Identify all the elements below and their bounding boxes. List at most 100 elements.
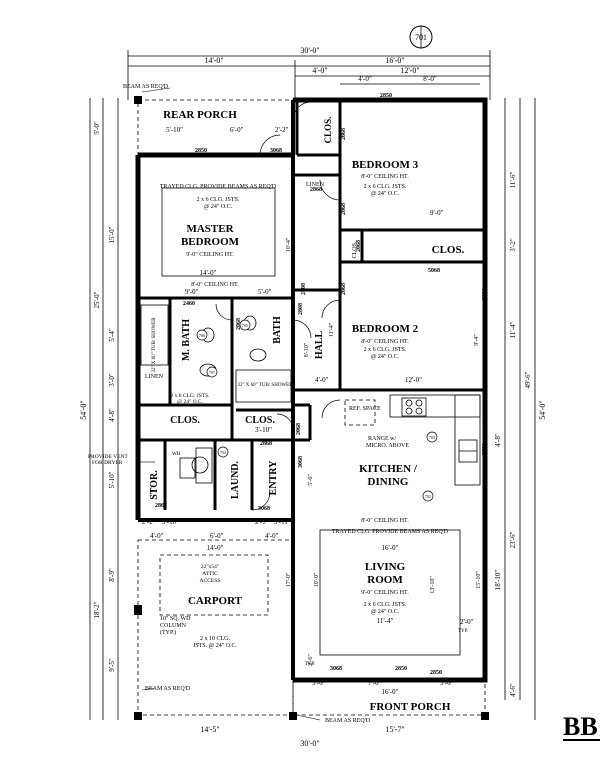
door-2068a: 2068 bbox=[341, 128, 347, 140]
tag-706: 706 bbox=[199, 333, 205, 338]
room-living-2: ROOM bbox=[367, 574, 403, 586]
dim-bot-145: 14'-5" bbox=[200, 725, 219, 734]
note-mb-jsts2: @ 24" O.C. bbox=[204, 204, 233, 210]
dim-c-311: 3'-11" bbox=[274, 518, 291, 526]
dim-in-94: 9'-4" bbox=[474, 334, 480, 346]
dim-c-22: 2'-2" bbox=[142, 518, 156, 526]
room-master-2: BEDROOM bbox=[181, 236, 240, 248]
carport-column bbox=[134, 605, 142, 615]
dim-left-15: 15'-0" bbox=[108, 226, 116, 243]
left-dimensions: 54'-0" 5'-0" 25'-0" 15'-0" 5'-4" 3'-0" 4… bbox=[79, 98, 119, 720]
dim-left-510: 5'-10" bbox=[108, 471, 116, 488]
dim-right-116: 11'-6" bbox=[509, 172, 517, 189]
door-2068f: 2068 bbox=[356, 240, 362, 252]
door-2808b: 2808 bbox=[301, 283, 307, 295]
dim-bot-157: 15'-7" bbox=[385, 725, 404, 734]
note-column1: 10" SQ. WD bbox=[160, 616, 191, 622]
door-2850b: 2850 bbox=[195, 148, 207, 154]
dim-mb-50: 5'-0" bbox=[258, 288, 272, 296]
dim-bot-overall: 30'-0" bbox=[300, 739, 319, 748]
dim-fp-70: 7'-0" bbox=[368, 679, 382, 687]
dim-bath-310: 3'-10" bbox=[255, 426, 272, 434]
note-bath-jsts2: @ 24" O.C. bbox=[177, 399, 204, 405]
carport-column-sw bbox=[134, 712, 142, 720]
detail-ref-number: 701 bbox=[415, 33, 427, 42]
interior-dimensions: 5'-10" 6'-0" 2'-2" 14'-0" 9'-0" 5'-0" 9'… bbox=[142, 126, 482, 748]
dim-left-54b: 5'-4" bbox=[108, 328, 116, 342]
door-2460: 2460 bbox=[183, 301, 195, 307]
dim-top-left: 14'-0" bbox=[204, 56, 223, 65]
door-3068a: 3068 bbox=[270, 148, 282, 154]
room-linen-1: LINEN bbox=[306, 182, 325, 188]
room-entry: ENTRY bbox=[268, 460, 279, 495]
dim-right-236: 23'-6" bbox=[509, 531, 517, 548]
dim-right-54: 54'-0" bbox=[538, 400, 547, 419]
note-range2: MICRO. ABOVE bbox=[366, 443, 409, 449]
door-3068c: 3068 bbox=[258, 506, 270, 512]
note-tub1: 32" X 60" TUB/ SHOWER bbox=[152, 317, 157, 373]
note-carport-jsts2: JSTS. @ 24" O.C. bbox=[193, 643, 237, 649]
note-typ1: TYP. bbox=[305, 662, 315, 667]
note-bath-jsts1: 2 x 6 CLG. JSTS. bbox=[170, 393, 210, 399]
dim-c-21: 2'-1" bbox=[255, 518, 269, 526]
room-clos-small: CLOS. bbox=[352, 241, 358, 258]
top-dimensions: 30'-0" 14'-0" 16'-0" 4'-0" 12'-0" 4'-0" … bbox=[127, 46, 491, 100]
note-mb-ceiling: 9'-0" CEILING HT. bbox=[186, 252, 234, 258]
room-rear-porch: REAR PORCH bbox=[163, 109, 237, 121]
master-tray-outline bbox=[161, 187, 276, 277]
dim-in-100: 10'-0" bbox=[314, 572, 320, 587]
dim-b2-120: 12'-0" bbox=[405, 376, 422, 384]
door-2868a: 2868 bbox=[310, 187, 322, 193]
notes: BEAM AS REQ'D BEAM AS REQ'D BEAM AS REQ'… bbox=[88, 84, 468, 724]
dim-right-32: 3'-2" bbox=[509, 238, 517, 252]
door-3068b: 3068 bbox=[298, 456, 304, 468]
door-swings bbox=[215, 101, 341, 511]
dim-carport-60: 6'-0" bbox=[210, 532, 224, 540]
dim-mb-90: 9'-0" bbox=[185, 288, 199, 296]
dim-left-48: 4'-8" bbox=[108, 408, 116, 422]
room-living-1: LIVING bbox=[365, 561, 406, 573]
room-front-porch: FRONT PORCH bbox=[370, 701, 451, 713]
dim-right-1810: 18'-10" bbox=[494, 570, 502, 591]
door-2068c: 2068 bbox=[341, 283, 347, 295]
right-dimensions: 11'-6" 3'-2" 11'-4" 49'-6" 54'-0" 4'-8" … bbox=[494, 98, 547, 720]
interior-walls bbox=[138, 100, 485, 510]
note-beam-carport: BEAM AS REQ'D bbox=[145, 686, 191, 692]
tag-707: 707 bbox=[209, 370, 215, 375]
note-beam-front: BEAM AS REQ'D bbox=[325, 718, 371, 724]
carport-outline bbox=[137, 539, 294, 716]
dim-fp-36: 3'-6" bbox=[312, 679, 326, 687]
dim-left-89: 8'-9" bbox=[108, 568, 116, 582]
tag-703: 703 bbox=[429, 435, 435, 440]
room-clos-b3: CLOS. bbox=[323, 117, 333, 144]
porch-column-sw bbox=[289, 712, 297, 720]
note-attic1: 22"x54" bbox=[201, 564, 219, 570]
dim-in-1510: 15'-10" bbox=[476, 571, 482, 589]
dim-in-810: 8'-10" bbox=[304, 342, 310, 357]
dim-fp-56: 5'-6" bbox=[440, 679, 454, 687]
dim-c-310: 3'-10" bbox=[162, 518, 179, 526]
door-2868c: 2868 bbox=[155, 503, 167, 509]
note-mb-jsts1: 2 x 6 CLG. JSTS. bbox=[197, 197, 240, 203]
dim-top-12: 12'-0" bbox=[400, 66, 419, 75]
note-attic3: ACCESS bbox=[200, 578, 221, 584]
room-bath: BATH bbox=[272, 316, 283, 344]
dim-left-182: 18'-2" bbox=[93, 601, 101, 618]
door-2068d: 2068 bbox=[236, 318, 242, 330]
room-kitchen-1: KITCHEN / bbox=[359, 463, 418, 475]
dim-left-3: 3'-0" bbox=[108, 373, 116, 387]
detail-ref-bubble: 701 bbox=[409, 25, 433, 49]
note-lr-jsts1: 2 x 6 CLG. JSTS. bbox=[364, 602, 407, 608]
room-carport: CARPORT bbox=[188, 595, 243, 607]
dim-in-104: 10'-4" bbox=[286, 237, 292, 252]
dim-left-25: 25'-0" bbox=[93, 291, 101, 308]
dim-top-4b: 4'-0" bbox=[358, 75, 372, 83]
note-lr-jsts2: @ 24" O.C. bbox=[371, 609, 400, 615]
dim-right-48: 4'-8" bbox=[494, 433, 502, 447]
dim-in-26: 2'-6" bbox=[308, 654, 314, 666]
note-tub2: 32" X 60" TUB/ SHOWER bbox=[237, 383, 293, 388]
dim-right-46: 4'-6" bbox=[509, 683, 517, 697]
room-hall: HALL bbox=[314, 331, 325, 360]
dim-porch-22: 2'-2" bbox=[275, 126, 289, 134]
